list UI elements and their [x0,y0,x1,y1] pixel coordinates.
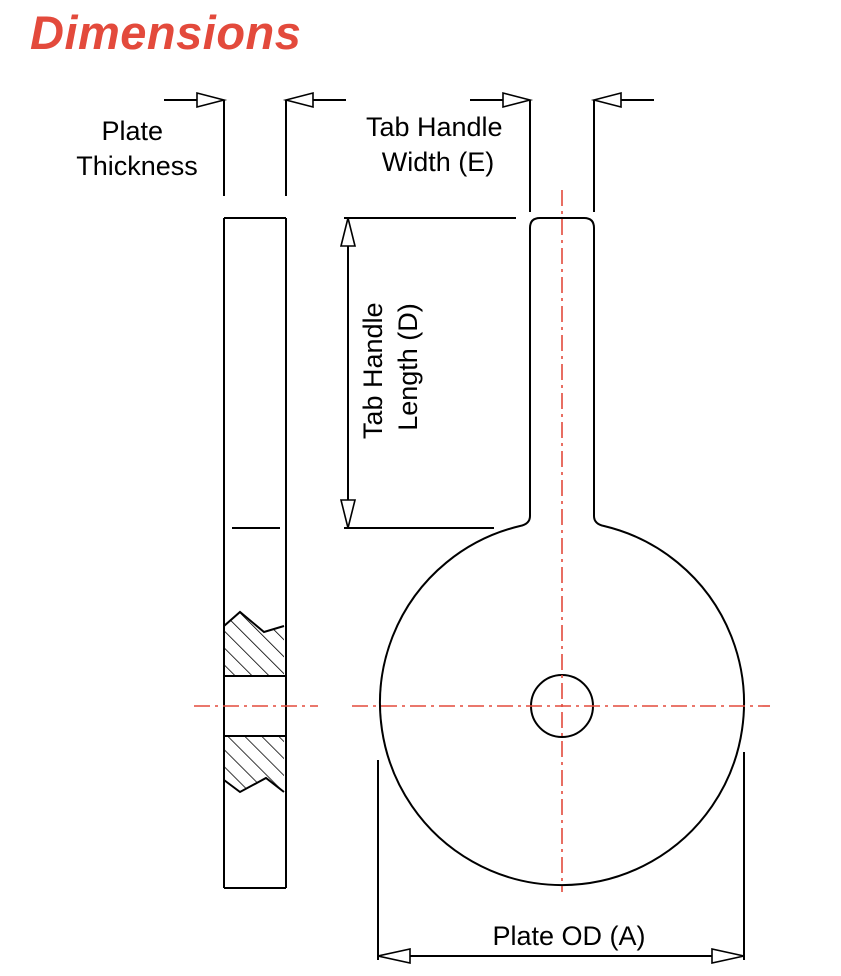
plate-thickness-dimension [164,91,346,196]
plate-od-dimension [377,752,745,964]
front-view [352,190,770,892]
tab-handle-length-dimension [339,217,516,529]
plate-thickness-label: Plate Thickness [76,116,198,181]
tab-handle-width-dimension [470,91,654,212]
side-view [194,217,318,889]
plate-od-label: Plate OD (A) [492,921,645,951]
tab-handle-length-label: Tab Handle Length (D) [358,295,423,439]
hatched-section-lower [224,736,284,792]
hatched-section-upper [224,612,284,676]
plate-outline [379,217,745,887]
page-title: Dimensions [30,6,302,59]
tab-handle-width-label: Tab Handle Width (E) [366,112,510,177]
